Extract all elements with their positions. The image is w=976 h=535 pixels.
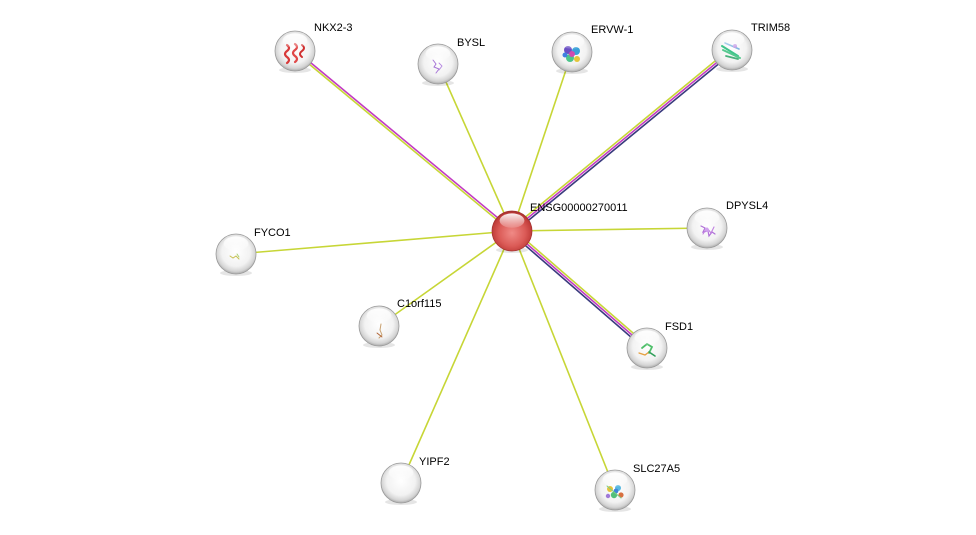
node-label: ERVW-1 xyxy=(591,24,633,36)
edge-strand-textmining xyxy=(235,230,513,255)
node-label: FYCO1 xyxy=(254,227,291,239)
bubble-highlight xyxy=(602,472,628,487)
edge-slc27a5[interactable] xyxy=(511,230,616,491)
edge-strand-textmining xyxy=(437,63,513,232)
edge-strand-textmining xyxy=(293,51,512,233)
edge-layer xyxy=(235,47,734,491)
node-label: FSD1 xyxy=(665,321,693,333)
node-bysl[interactable]: BYSL xyxy=(417,37,485,86)
edge-trim58[interactable] xyxy=(510,47,734,234)
protein-structure-icon xyxy=(562,46,580,62)
node-ervw-1[interactable]: ERVW-1 xyxy=(551,24,633,74)
node-fsd1[interactable]: FSD1 xyxy=(626,321,693,370)
bubble-highlight xyxy=(559,34,585,49)
edge-strand-textmining xyxy=(510,47,732,230)
node-trim58[interactable]: TRIM58 xyxy=(711,22,790,72)
node-c1orf115[interactable]: C1orf115 xyxy=(358,298,441,348)
bubble-highlight xyxy=(282,33,308,48)
protein-structure-icon xyxy=(605,485,624,499)
edge-strand-textmining xyxy=(400,230,513,484)
edge-strand-homology xyxy=(510,232,647,351)
node-fyco1[interactable]: FYCO1 xyxy=(215,227,291,276)
node-slc27a5[interactable]: SLC27A5 xyxy=(594,463,680,512)
edge-yipf2[interactable] xyxy=(400,230,513,484)
node-center[interactable]: ENSG00000270011 xyxy=(491,202,628,253)
node-label: ENSG00000270011 xyxy=(530,202,628,214)
edge-strand-coexpression xyxy=(295,49,514,231)
protein-structure-icon xyxy=(229,253,240,260)
protein-structure-icon xyxy=(376,323,383,339)
edge-strand-coexpression xyxy=(511,230,648,349)
edge-dpysl4[interactable] xyxy=(511,227,708,232)
bubble-highlight xyxy=(634,330,660,345)
node-label: C1orf115 xyxy=(397,298,441,310)
node-label: BYSL xyxy=(457,37,485,49)
edge-ervw-1[interactable] xyxy=(511,51,573,232)
edge-fyco1[interactable] xyxy=(235,230,513,255)
edge-strand-textmining xyxy=(511,230,616,491)
edge-strand-textmining xyxy=(511,51,573,232)
node-nkx2-3[interactable]: NKX2-3 xyxy=(274,22,353,73)
bubble-highlight xyxy=(694,210,720,225)
edge-strand-textmining xyxy=(378,230,513,327)
bubble-highlight xyxy=(499,213,525,228)
edge-strand-textmining xyxy=(512,228,649,347)
protein-structure-icon xyxy=(432,59,443,74)
node-yipf2[interactable]: YIPF2 xyxy=(380,456,450,505)
node-label: YIPF2 xyxy=(419,456,450,468)
edge-strand-homology xyxy=(512,51,734,234)
protein-structure-icon xyxy=(638,342,656,357)
edge-bysl[interactable] xyxy=(437,63,513,232)
bubble-highlight xyxy=(719,32,745,47)
bubble-highlight xyxy=(425,46,451,61)
edge-nkx2-3[interactable] xyxy=(293,49,514,233)
edge-fsd1[interactable] xyxy=(510,228,649,351)
bubble-highlight xyxy=(223,236,249,251)
node-label: DPYSL4 xyxy=(726,200,768,212)
protein-structure-icon xyxy=(700,225,716,238)
node-label: TRIM58 xyxy=(751,22,790,34)
node-dpysl4[interactable]: DPYSL4 xyxy=(686,200,768,250)
node-label: NKX2-3 xyxy=(314,22,353,34)
edge-strand-textmining xyxy=(511,227,708,232)
edge-strand-coexpression xyxy=(511,49,733,232)
edge-c1orf115[interactable] xyxy=(378,230,513,327)
node-label: SLC27A5 xyxy=(633,463,680,475)
bubble-highlight xyxy=(366,308,392,323)
bubble-highlight xyxy=(388,465,414,480)
